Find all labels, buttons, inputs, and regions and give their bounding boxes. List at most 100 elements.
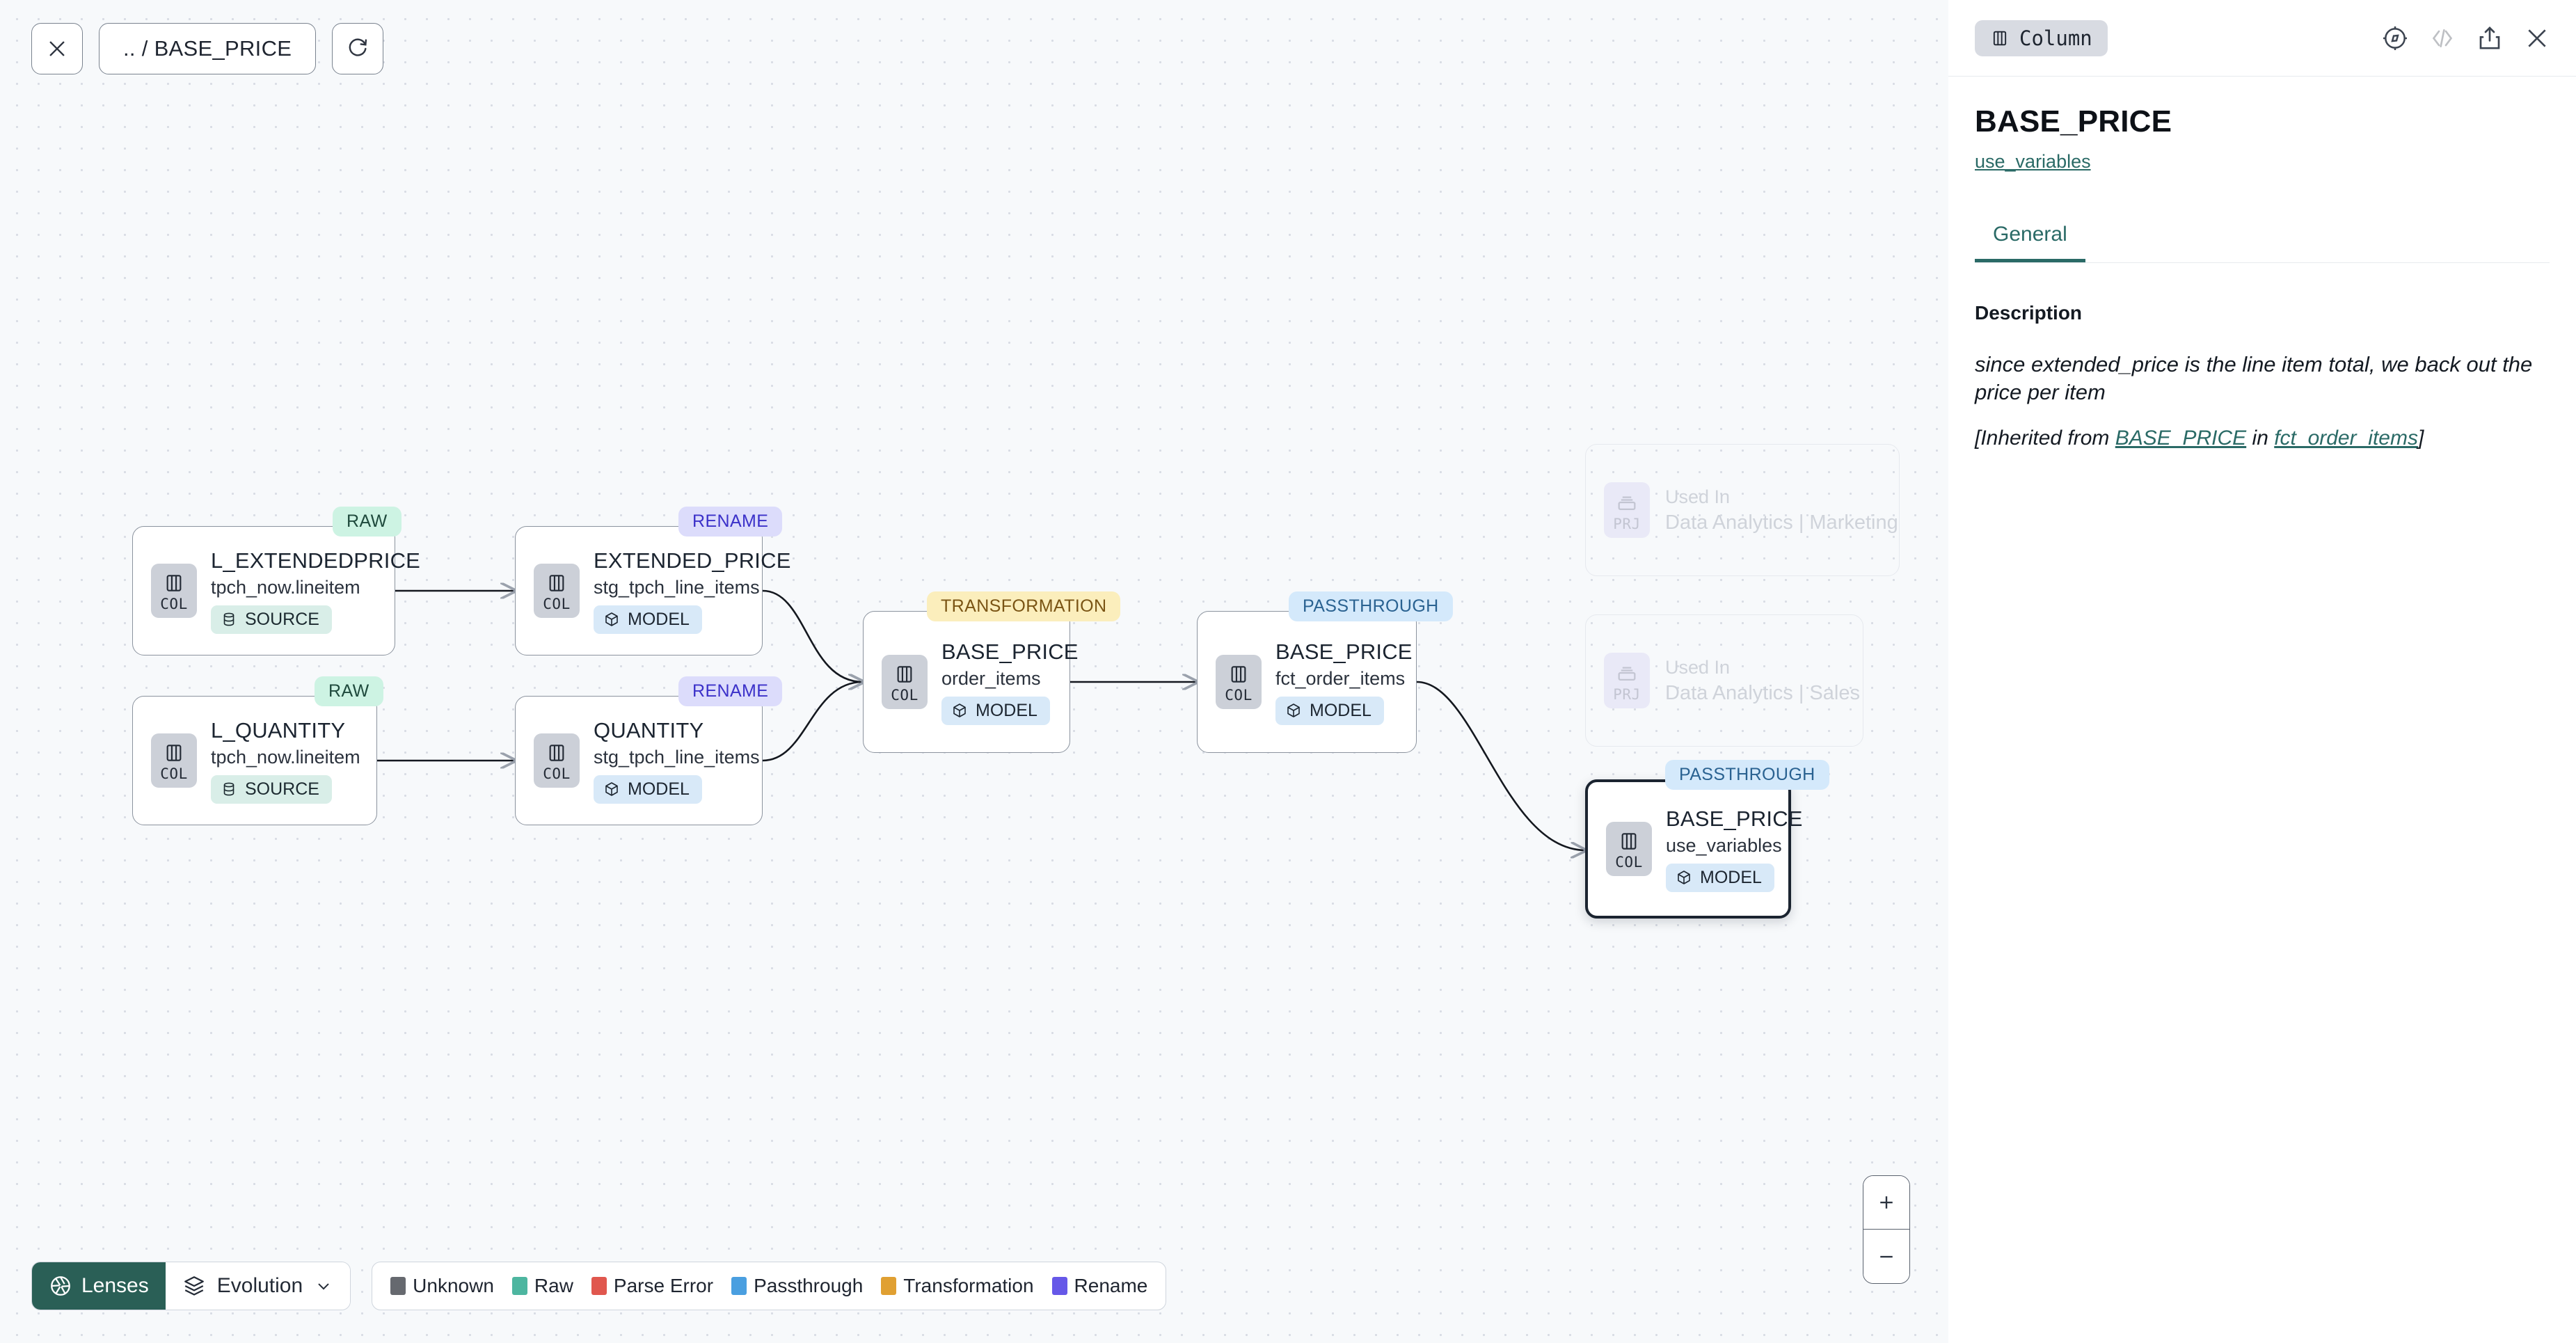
node-tag-rename: RENAME bbox=[678, 676, 783, 706]
description-heading: Description bbox=[1975, 302, 2083, 324]
breadcrumb[interactable]: .. / BASE_PRICE bbox=[99, 23, 317, 74]
inherited-middle: in bbox=[2246, 427, 2275, 450]
compass-icon[interactable] bbox=[2381, 24, 2409, 52]
zoom-controls[interactable] bbox=[1863, 1175, 1910, 1284]
legend-swatch bbox=[390, 1277, 406, 1295]
project-chip-label: PRJ bbox=[1613, 516, 1641, 532]
used-in-node-marketing[interactable]: PRJ Used In Data Analytics | Marketing bbox=[1585, 444, 1900, 576]
graph-node-base-price-use-variables[interactable]: COL BASE_PRICE use_variables MODEL bbox=[1585, 779, 1803, 919]
node-kind-label: SOURCE bbox=[245, 609, 319, 629]
code-icon[interactable] bbox=[2428, 24, 2456, 52]
refresh-button[interactable] bbox=[332, 23, 384, 74]
legend-item: Transformation bbox=[881, 1275, 1034, 1297]
graph-node-extended-price[interactable]: COL EXTENDED_PRICE stg_tpch_line_items M… bbox=[515, 526, 790, 655]
minus-icon bbox=[1880, 1255, 1893, 1257]
cube-icon bbox=[1287, 704, 1300, 717]
chevron-down-icon bbox=[318, 1283, 329, 1290]
details-panel-header: Column bbox=[1948, 0, 2576, 77]
column-chip: COL bbox=[151, 733, 197, 788]
lineage-canvas[interactable]: .. / BASE_PRICE PRJ Used In Data Analyti… bbox=[0, 0, 1948, 1343]
parent-model-link[interactable]: use_variables bbox=[1975, 151, 2091, 172]
node-title: QUANTITY bbox=[594, 717, 704, 742]
node-subtitle: use_variables bbox=[1666, 834, 1782, 856]
used-in-node-sales[interactable]: PRJ Used In Data Analytics | Sales bbox=[1585, 614, 1863, 747]
graph-node-l-extendedprice[interactable]: COL L_EXTENDEDPRICE tpch_now.lineitem SO… bbox=[132, 526, 420, 655]
evolution-dropdown[interactable]: Evolution bbox=[165, 1262, 351, 1310]
column-icon bbox=[897, 666, 912, 683]
column-chip: COL bbox=[1606, 822, 1652, 876]
node-subtitle: stg_tpch_line_items bbox=[594, 576, 760, 598]
description-text: since extended_price is the line item to… bbox=[1975, 352, 2533, 404]
node-kind-badge: MODEL bbox=[1666, 863, 1774, 892]
project-chip: PRJ bbox=[1604, 482, 1650, 538]
column-chip: COL bbox=[534, 733, 580, 788]
lenses-button[interactable]: Lenses bbox=[32, 1262, 166, 1310]
legend-label: Passthrough bbox=[754, 1275, 864, 1296]
used-in-label: Used In bbox=[1665, 486, 1731, 507]
node-kind-badge: MODEL bbox=[941, 696, 1050, 725]
zoom-out-button[interactable] bbox=[1863, 1230, 1909, 1283]
panel-header-actions[interactable] bbox=[2381, 24, 2551, 52]
column-chip-label: COL bbox=[543, 596, 571, 612]
project-icon bbox=[1618, 667, 1636, 681]
entity-type-badge: Column bbox=[1975, 19, 2108, 56]
node-tag-raw: RAW bbox=[315, 676, 383, 706]
legend-swatch bbox=[1051, 1277, 1067, 1295]
node-kind-badge: MODEL bbox=[594, 774, 702, 804]
node-kind-badge: MODEL bbox=[594, 605, 702, 634]
column-chip: COL bbox=[151, 564, 197, 618]
legend-label: Transformation bbox=[903, 1275, 1034, 1296]
legend-swatch bbox=[511, 1277, 527, 1295]
inherited-model-link[interactable]: fct_order_items bbox=[2274, 427, 2418, 450]
project-icon bbox=[1618, 496, 1636, 511]
share-icon[interactable] bbox=[2476, 24, 2504, 52]
column-icon bbox=[1621, 833, 1637, 850]
inherited-column-link[interactable]: BASE_PRICE bbox=[2115, 427, 2247, 450]
node-kind-label: MODEL bbox=[1700, 867, 1762, 887]
graph-node-l-quantity[interactable]: COL L_QUANTITY tpch_now.lineitem SOURCE bbox=[132, 696, 377, 825]
node-tag-raw: RAW bbox=[333, 507, 401, 537]
node-subtitle: tpch_now.lineitem bbox=[211, 746, 360, 768]
legend-item: Raw bbox=[511, 1275, 573, 1297]
column-icon bbox=[549, 575, 564, 591]
graph-node-base-price-order-items[interactable]: COL BASE_PRICE order_items MODEL bbox=[863, 611, 1079, 753]
canvas-bottom-bar[interactable]: Lenses Evolution Unknown bbox=[31, 1262, 1167, 1310]
inherited-prefix: [Inherited from bbox=[1975, 427, 2115, 450]
legend-label: Raw bbox=[534, 1275, 573, 1296]
node-title: L_QUANTITY bbox=[211, 717, 346, 742]
node-kind-label: MODEL bbox=[1310, 700, 1372, 720]
close-icon[interactable] bbox=[2523, 24, 2551, 52]
column-icon bbox=[166, 575, 182, 591]
inherited-suffix: ] bbox=[2417, 427, 2424, 450]
close-graph-button[interactable] bbox=[31, 23, 83, 74]
node-subtitle: order_items bbox=[941, 667, 1041, 689]
refresh-icon bbox=[349, 38, 367, 56]
node-subtitle: tpch_now.lineitem bbox=[211, 576, 360, 598]
node-title: BASE_PRICE bbox=[1666, 806, 1803, 831]
panel-tabs[interactable]: General bbox=[1975, 223, 2550, 263]
cube-icon bbox=[1678, 871, 1690, 884]
column-chip: COL bbox=[534, 564, 580, 618]
close-icon bbox=[49, 41, 65, 56]
node-kind-badge: MODEL bbox=[1275, 696, 1384, 725]
node-title: BASE_PRICE bbox=[1275, 639, 1413, 664]
database-icon bbox=[223, 612, 234, 626]
node-subtitle: stg_tpch_line_items bbox=[594, 746, 760, 768]
node-kind-label: MODEL bbox=[976, 700, 1037, 720]
graph-node-quantity[interactable]: COL QUANTITY stg_tpch_line_items MODEL bbox=[515, 696, 763, 825]
details-panel-body: BASE_PRICE use_variables General Descrip… bbox=[1948, 77, 2576, 450]
legend-item: Unknown bbox=[390, 1275, 494, 1297]
graph-node-base-price-fct-order-items[interactable]: COL BASE_PRICE fct_order_items MODEL bbox=[1197, 611, 1417, 753]
legend: Unknown Raw Parse Error Passthrough Tran… bbox=[372, 1262, 1167, 1310]
legend-item: Parse Error bbox=[591, 1275, 713, 1297]
column-icon bbox=[1993, 31, 2007, 45]
tab-general[interactable]: General bbox=[1975, 223, 2085, 262]
cube-icon bbox=[605, 612, 618, 626]
column-chip-label: COL bbox=[1615, 854, 1643, 871]
lens-group[interactable]: Lenses Evolution bbox=[31, 1262, 351, 1310]
column-chip: COL bbox=[1216, 655, 1262, 709]
canvas-toolbar[interactable]: .. / BASE_PRICE bbox=[31, 23, 384, 74]
zoom-in-button[interactable] bbox=[1863, 1176, 1909, 1230]
node-title: L_EXTENDEDPRICE bbox=[211, 548, 421, 573]
page-title: BASE_PRICE bbox=[1975, 104, 2172, 138]
